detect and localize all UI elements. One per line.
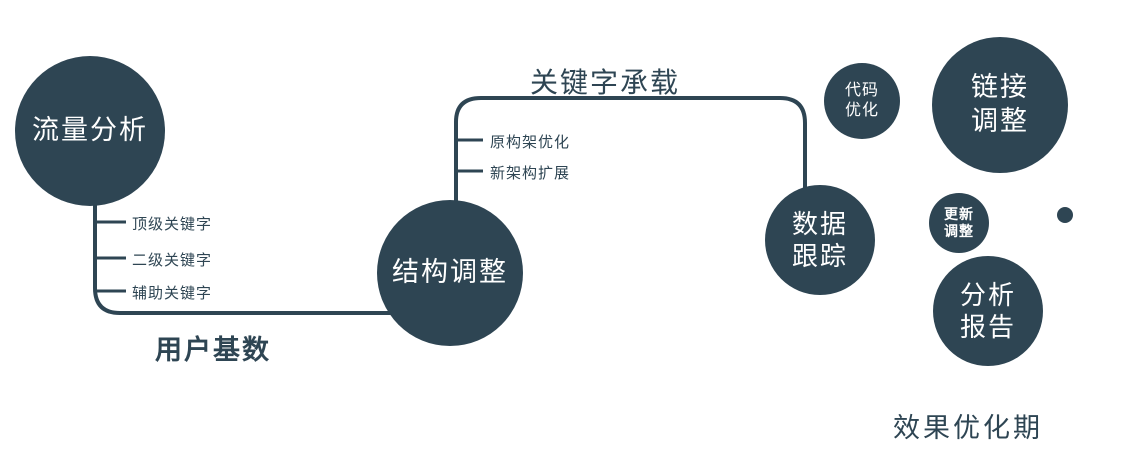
node-code-optimize: 代码 优化 <box>824 63 900 139</box>
node-data-tracking: 数据 跟踪 <box>765 185 875 295</box>
edge-label-user-base: 用户基数 <box>155 335 271 365</box>
edge-user-base-path <box>93 190 405 315</box>
bullet-dot <box>1057 207 1073 223</box>
node-update-adjust: 更新 调整 <box>929 193 989 253</box>
node-structure-adjust: 结构调整 <box>377 200 523 346</box>
branch-label-top-keyword: 顶级关键字 <box>132 216 213 233</box>
node-link-adjust: 链接 调整 <box>932 37 1068 173</box>
branch-label-aux-keyword: 辅助关键字 <box>132 285 213 302</box>
edge-label-keyword-carry: 关键字承载 <box>530 67 681 98</box>
node-analysis-report: 分析 报告 <box>933 256 1043 366</box>
node-traffic-analysis: 流量分析 <box>15 56 165 206</box>
caption-effect-optimize-period: 效果优化期 <box>893 413 1043 443</box>
branch-label-second-keyword: 二级关键字 <box>132 252 213 269</box>
edge-keyword-carry-path <box>454 96 807 208</box>
branch-label-arch-expand: 新架构扩展 <box>490 165 571 182</box>
branch-label-arch-optimize: 原构架优化 <box>490 134 571 151</box>
